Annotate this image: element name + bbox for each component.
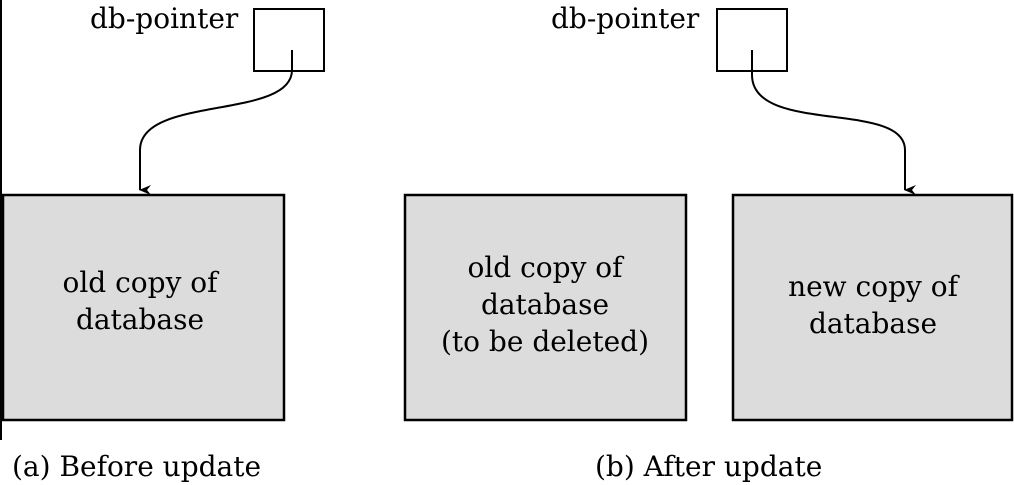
old-copy-box-b bbox=[403, 193, 688, 422]
caption-a: (a) Before update bbox=[12, 450, 261, 483]
panel-a: db-pointer old copy of database (a) Befo… bbox=[1, 2, 325, 483]
db-pointer-label-b: db-pointer bbox=[551, 2, 700, 35]
old-copy-line-1-b: old copy of bbox=[467, 251, 625, 284]
new-copy-line-2-b: database bbox=[809, 307, 937, 340]
old-copy-line-3-b: (to be deleted) bbox=[441, 325, 649, 358]
pointer-arrow-b bbox=[751, 50, 916, 195]
db-pointer-box-a bbox=[253, 8, 325, 72]
old-copy-line-2-b: database bbox=[481, 288, 609, 321]
pointer-arrow-a bbox=[139, 50, 293, 195]
caption-b: (b) After update bbox=[595, 450, 822, 483]
db-pointer-label-a: db-pointer bbox=[90, 2, 239, 35]
new-copy-line-1-b: new copy of bbox=[788, 270, 961, 303]
old-copy-line-1-a: old copy of bbox=[62, 266, 220, 299]
panel-b: db-pointer old copy of database (to be d… bbox=[403, 2, 1014, 483]
new-copy-box-b bbox=[731, 193, 1014, 422]
old-copy-line-2-a: database bbox=[76, 303, 204, 336]
old-copy-box-a bbox=[1, 193, 286, 422]
